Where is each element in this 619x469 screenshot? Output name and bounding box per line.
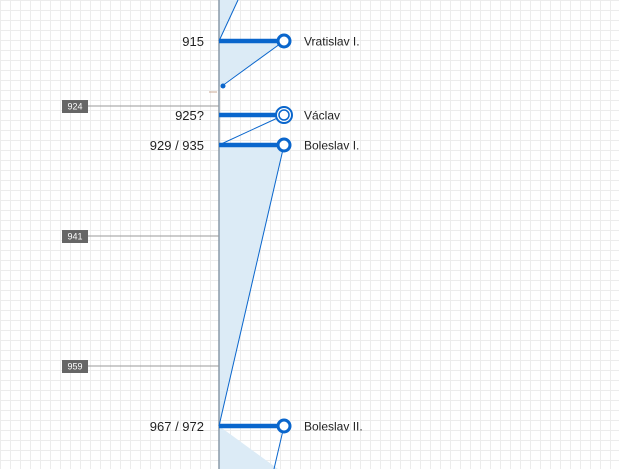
year-tag-label: 959 [67,362,82,372]
ruler-name[interactable]: Vratislav I. [304,35,360,49]
reign-shading-boleslav-2 [219,426,278,469]
ruler-year: 915 [182,34,204,49]
ruler-year: 967 / 972 [150,419,204,434]
reign-shading-layer [219,0,284,469]
ruler-entry-boleslav-1[interactable]: 929 / 935 Boleslav I. [150,137,360,153]
year-tick-941: 941 [62,230,219,243]
year-tag-label: 941 [67,232,82,242]
connector-vaclav [218,114,285,146]
year-tick-924: 924 [62,100,219,113]
ruler-entry-vaclav[interactable]: 925? Václav [175,106,340,124]
ruler-name[interactable]: Boleslav I. [304,139,359,153]
connector-from-previous [218,0,239,42]
ruler-node-icon[interactable] [276,33,292,49]
ruler-node-inner-ring-icon [278,109,290,121]
ruler-name[interactable]: Václav [304,109,340,123]
ruler-entry-boleslav-2[interactable]: 967 / 972 Boleslav II. [150,418,363,434]
ruler-name[interactable]: Boleslav II. [304,420,363,434]
year-tag-background [62,360,88,373]
connector-vratislav-end [221,40,285,87]
ruler-year: 929 / 935 [150,138,204,153]
year-tag-background [62,230,88,243]
ruler-node-icon[interactable] [276,137,292,153]
ruler-year: 925? [175,108,204,123]
ruler-node-icon[interactable] [276,418,292,434]
year-tick-959: 959 [62,360,219,373]
ruler-entry-vratislav[interactable]: 915 Vratislav I. [182,33,360,49]
connector-boleslav-1-end [218,144,285,427]
year-tag-label: 924 [67,102,82,112]
year-tag-background [62,100,88,113]
reign-end-dot [220,83,226,89]
